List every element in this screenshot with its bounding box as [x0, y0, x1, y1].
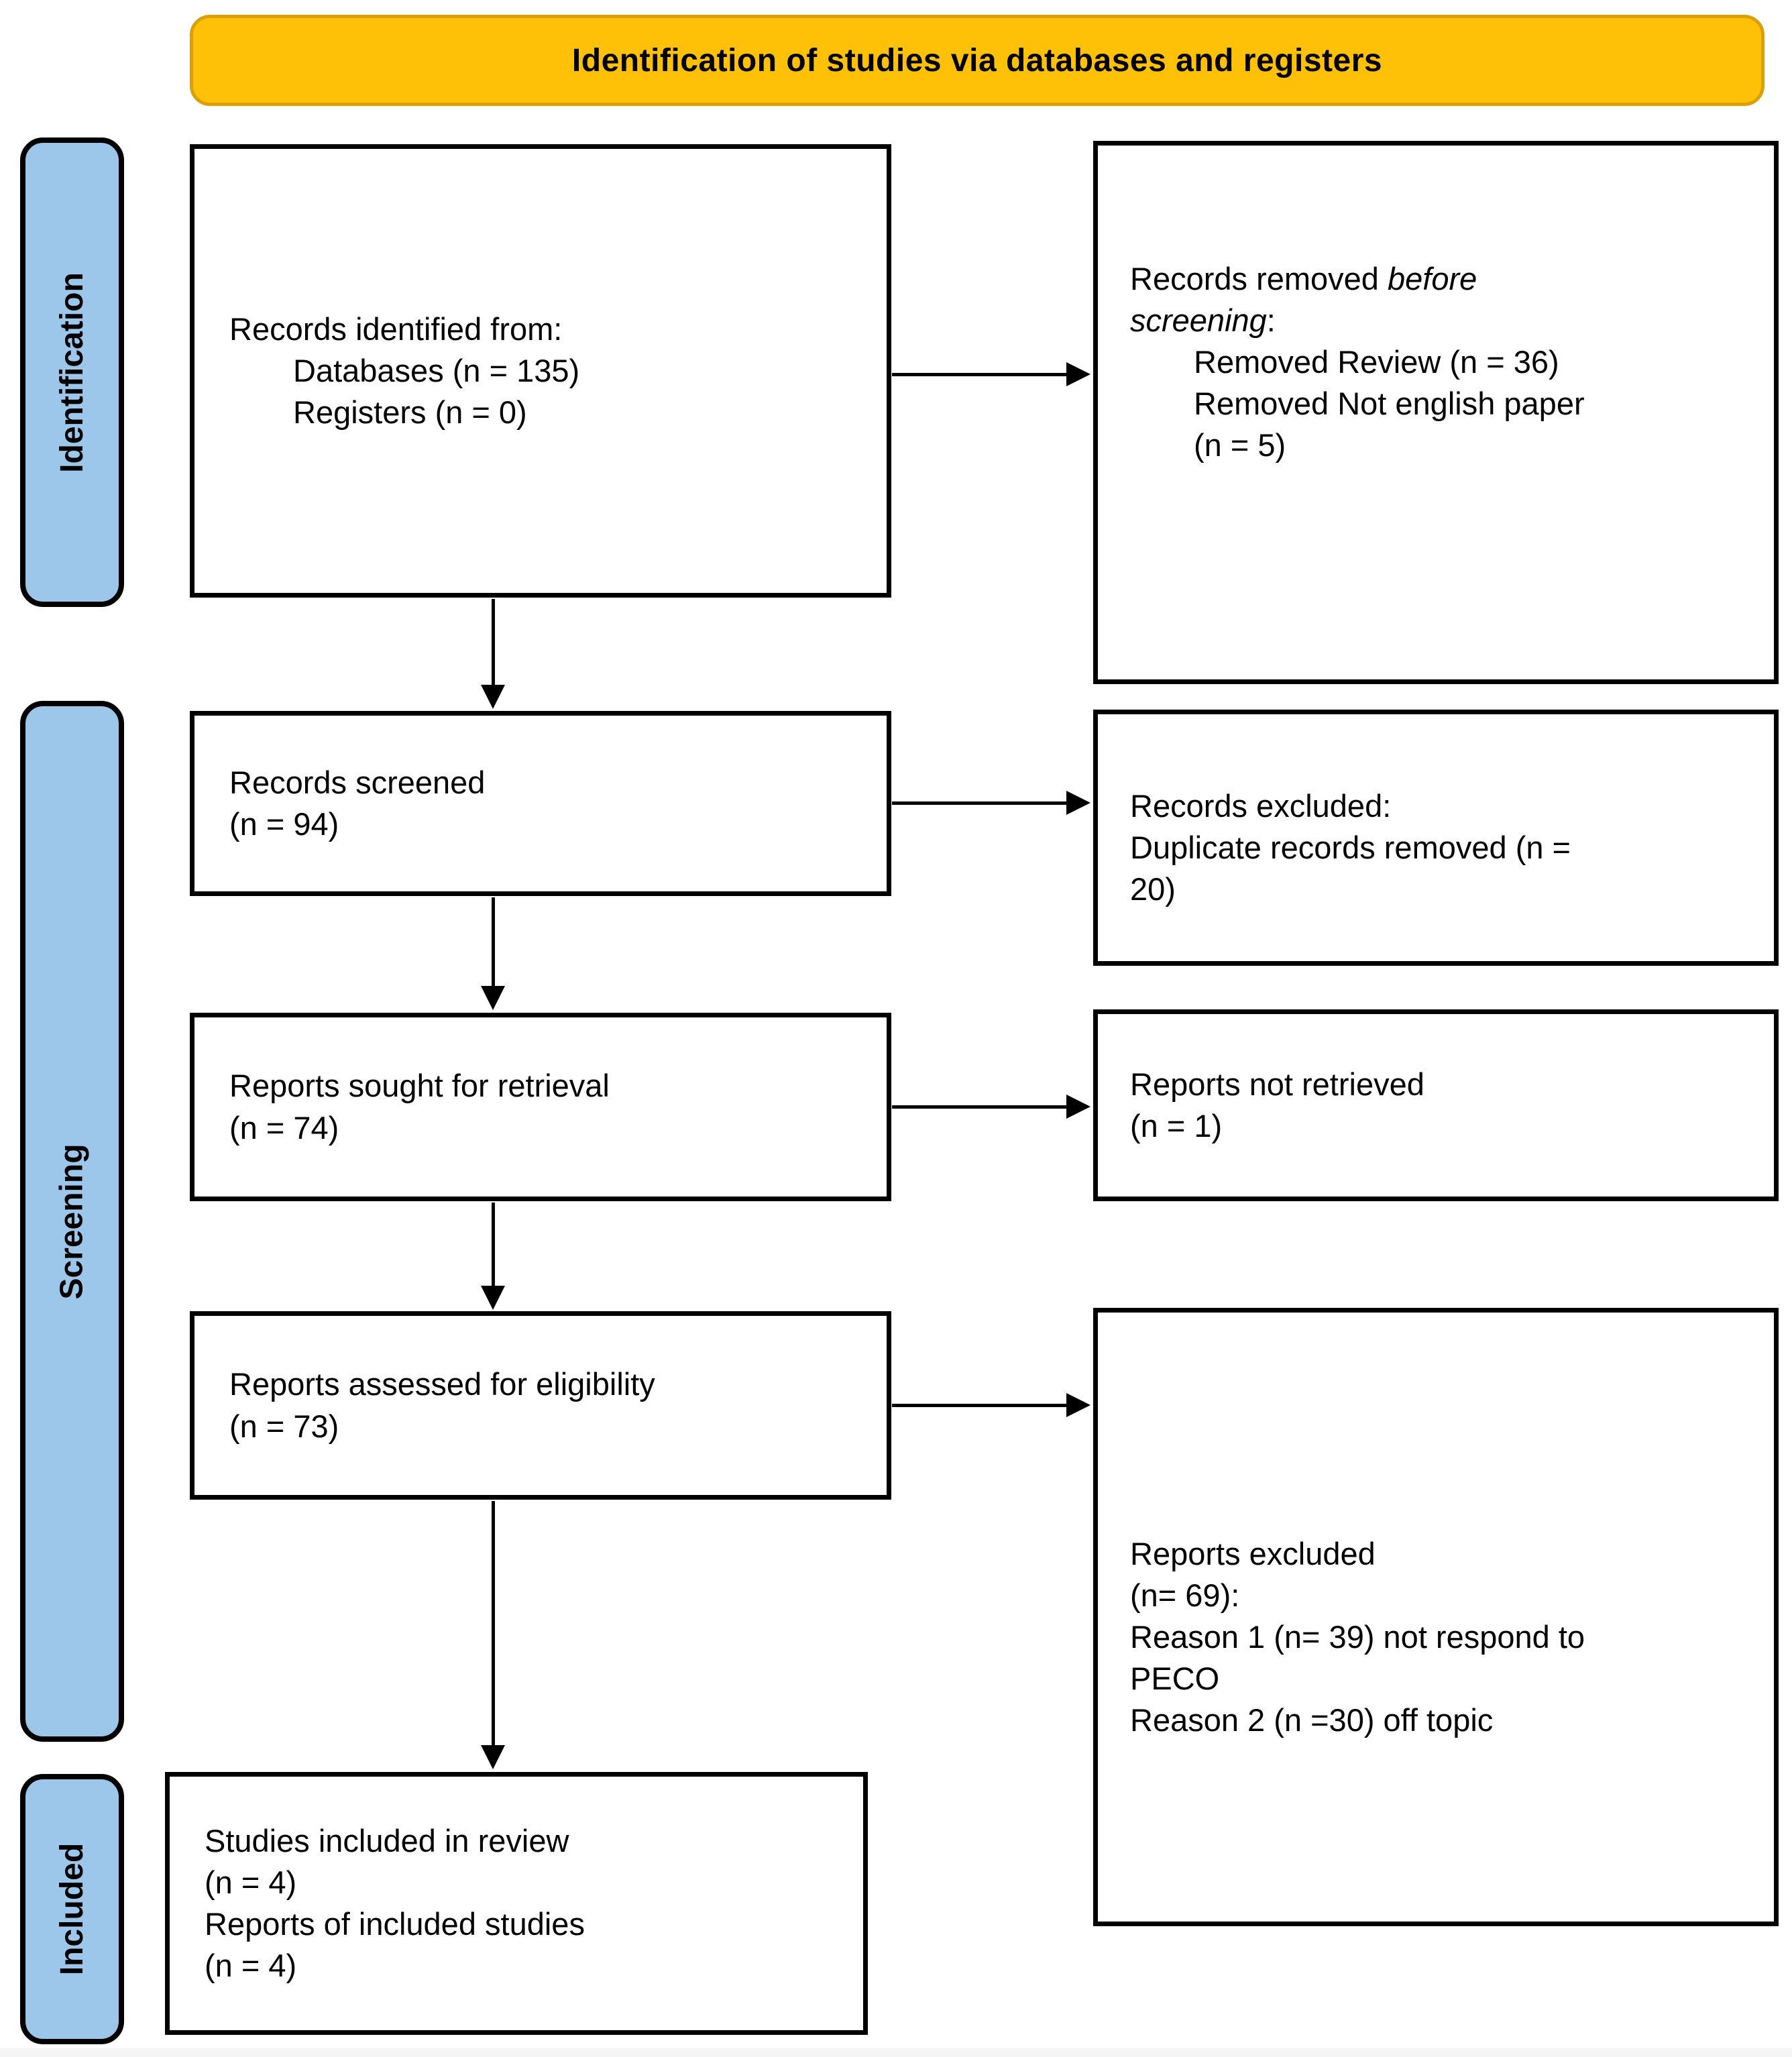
arrow-screened-to-excluded: [892, 791, 1090, 815]
arrow-assessed-to-included: [481, 1501, 505, 1769]
box-line: Registers (n = 0): [293, 394, 527, 431]
box-records-excluded: Records excluded: Duplicate records remo…: [1093, 710, 1779, 966]
stage-label-text: Identification: [54, 272, 91, 473]
arrow-screened-to-sought: [481, 897, 505, 1010]
box-line: (n = 73): [229, 1408, 339, 1444]
box-line: (n = 94): [229, 806, 339, 842]
bottom-edge-strip: [0, 2048, 1792, 2057]
box-reports-sought: Reports sought for retrieval (n = 74): [190, 1013, 891, 1201]
box-line: Records removed before: [1130, 258, 1763, 300]
box-line: PECO: [1130, 1661, 1220, 1697]
box-line: Databases (n = 135): [293, 352, 580, 388]
box-line: Reports assessed for eligibility: [229, 1366, 655, 1402]
box-line: Reports of included studies: [205, 1906, 585, 1942]
box-line-text: Records removed: [1130, 260, 1388, 296]
box-reports-not-retrieved: Reports not retrieved (n = 1): [1093, 1009, 1779, 1201]
arrow-identified-to-screened: [481, 599, 505, 709]
stage-label-text: Included: [54, 1842, 90, 1976]
box-line: Reports sought for retrieval: [229, 1068, 610, 1104]
box-records-identified: Records identified from: Databases (n = …: [190, 144, 891, 598]
box-line: Reports excluded: [1130, 1535, 1376, 1571]
diagram-title: Identification of studies via databases …: [571, 42, 1383, 78]
arrow-sought-to-assessed: [481, 1203, 505, 1310]
box-line: Removed Review (n = 36): [1194, 343, 1559, 380]
arrow-identified-to-removed: [892, 362, 1090, 386]
stage-label-text: Screening: [54, 1143, 91, 1300]
stage-label-included: Included: [20, 1774, 124, 2044]
box-reports-assessed: Reports assessed for eligibility (n = 73…: [190, 1311, 891, 1500]
box-line: (n = 4): [205, 1864, 297, 1900]
box-line: (n = 1): [1130, 1108, 1223, 1144]
box-line: Studies included in review: [205, 1822, 569, 1858]
box-line: (n= 69):: [1130, 1577, 1240, 1613]
arrow-sought-to-not-retrieved: [892, 1095, 1090, 1119]
box-line: (n = 5): [1194, 427, 1286, 463]
italic-text: before: [1388, 260, 1477, 296]
box-line: screening:: [1130, 300, 1763, 341]
stage-label-screening: Screening: [20, 701, 124, 1742]
box-line: (n = 4): [205, 1948, 297, 1984]
arrow-assessed-to-reports-excluded: [892, 1393, 1090, 1417]
box-records-removed: Records removed before screening: Remove…: [1093, 141, 1779, 684]
stage-label-identification: Identification: [20, 137, 124, 607]
box-line: Records screened: [229, 764, 486, 800]
box-line: Reports not retrieved: [1130, 1066, 1424, 1102]
box-line: 20): [1130, 871, 1176, 907]
diagram-title-banner: Identification of studies via databases …: [190, 15, 1765, 106]
box-line: Reason 2 (n =30) off topic: [1130, 1702, 1494, 1738]
box-line: Records excluded:: [1130, 787, 1392, 824]
box-line: (n = 74): [229, 1109, 339, 1146]
box-line: Records identified from:: [229, 311, 563, 347]
italic-text: screening: [1130, 302, 1267, 338]
box-reports-excluded: Reports excluded (n= 69): Reason 1 (n= 3…: [1093, 1308, 1779, 1926]
box-line: Duplicate records removed (n =: [1130, 829, 1571, 865]
box-studies-included: Studies included in review (n = 4) Repor…: [165, 1772, 868, 2035]
box-records-screened: Records screened (n = 94): [190, 711, 891, 896]
box-line: Reason 1 (n= 39) not respond to: [1130, 1618, 1585, 1655]
box-line-text: :: [1266, 302, 1276, 338]
box-line: Removed Not english paper: [1194, 386, 1585, 422]
